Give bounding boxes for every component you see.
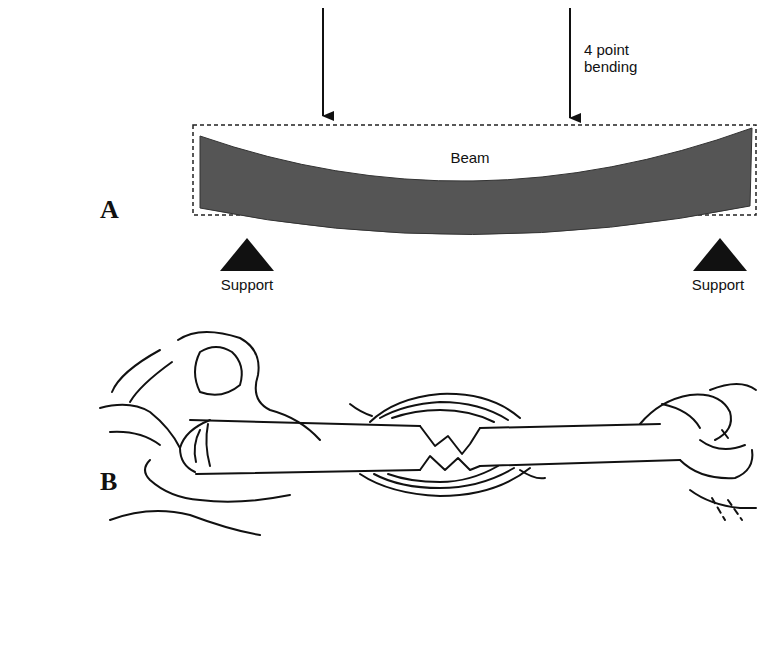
support-triangle: [220, 238, 274, 271]
panel-letter: A: [100, 196, 119, 225]
beam-label: Beam: [450, 150, 489, 167]
load-arrow: [569, 8, 571, 118]
femur-drawing: [100, 332, 756, 535]
load-arrow: [322, 8, 324, 116]
support-label: Support: [692, 277, 745, 294]
support-triangle: [693, 238, 747, 271]
panel-letter: B: [100, 468, 117, 497]
support-label: Support: [221, 277, 274, 294]
load-label: 4 point bending: [584, 42, 656, 75]
beam: [200, 128, 752, 235]
